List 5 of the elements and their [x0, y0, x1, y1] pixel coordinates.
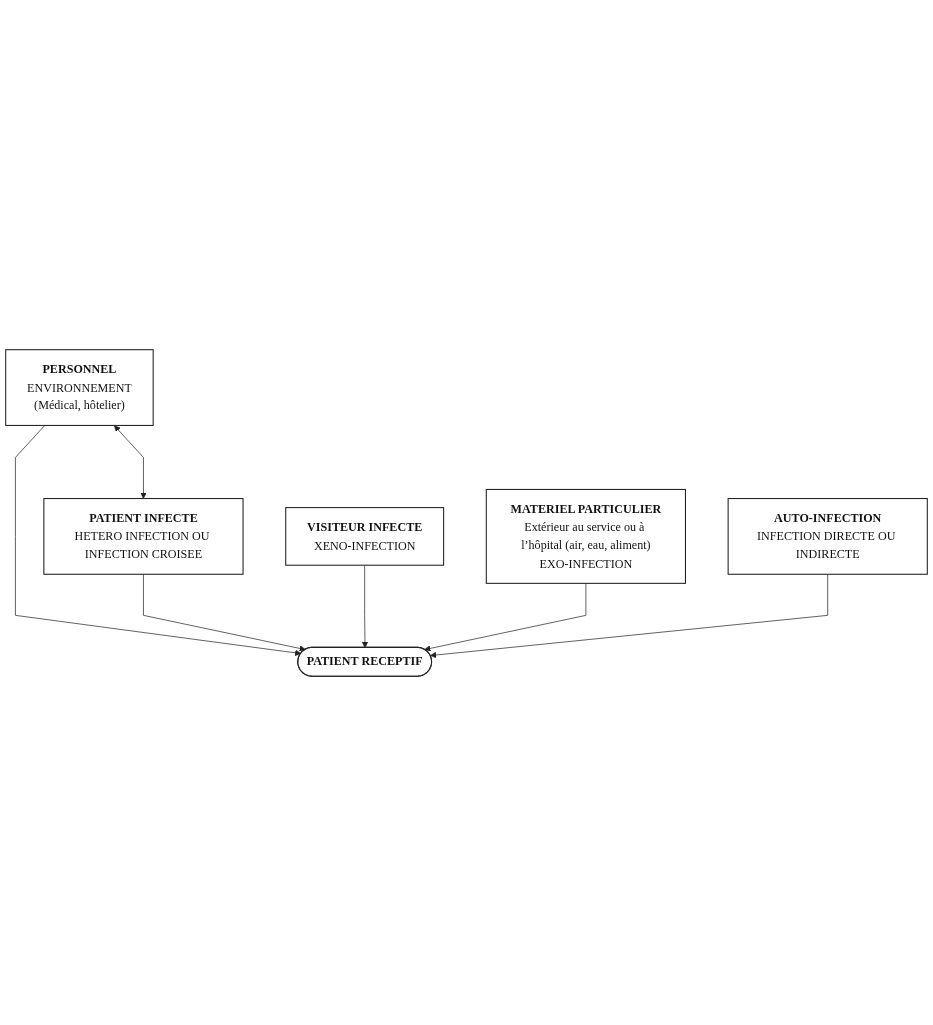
- node-box: PERSONNEL ENVIRONNEMENT (Médical, hôtelier): [5, 348, 154, 426]
- node-box: PATIENT INFECTE HETERO INFECTION OU INFECTION CROISEE: [43, 497, 244, 575]
- node-box: AUTO-INFECTION INFECTION DIRECTE OU INDIRECTE: [727, 497, 928, 575]
- node-box: VISITEUR INFECTE XENO-INFECTION: [285, 506, 445, 566]
- node-box: MATERIEL PARTICULIER Extérieur au service ou à l’hôpital (air, eau, aliment) EXO-INFECTION: [485, 488, 686, 584]
